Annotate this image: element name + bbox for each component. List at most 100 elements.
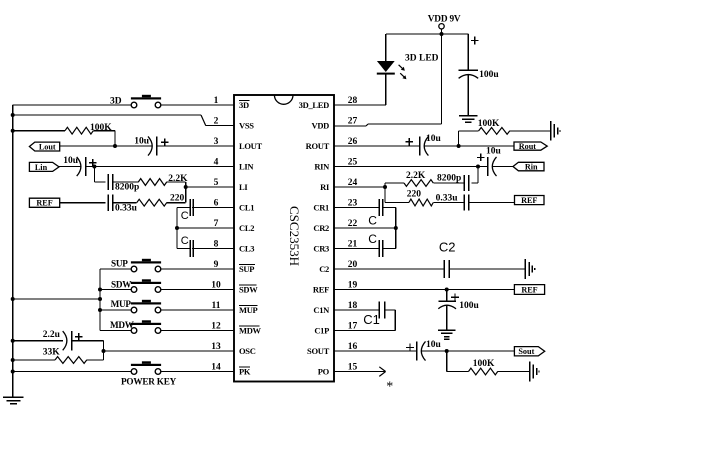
svg-text:REF: REF [313, 285, 329, 295]
svg-text:VSS: VSS [239, 121, 254, 131]
svg-text:Rout: Rout [519, 142, 537, 151]
svg-text:MUP: MUP [239, 305, 258, 315]
svg-text:CL1: CL1 [239, 203, 254, 213]
svg-text:CR3: CR3 [313, 244, 329, 254]
svg-text:100K: 100K [473, 359, 495, 369]
svg-text:10: 10 [211, 281, 221, 291]
svg-text:23: 23 [348, 199, 358, 209]
svg-text:20: 20 [348, 260, 358, 270]
svg-text:2.2K: 2.2K [406, 171, 426, 181]
svg-text:4: 4 [214, 158, 219, 168]
svg-text:2.2K: 2.2K [168, 174, 188, 184]
svg-text:C: C [181, 210, 189, 222]
svg-text:C2: C2 [439, 240, 456, 255]
svg-text:16: 16 [348, 342, 358, 352]
svg-text:CL2: CL2 [239, 223, 254, 233]
svg-text:8200p: 8200p [437, 173, 461, 183]
svg-text:10u: 10u [134, 136, 150, 146]
svg-text:10u: 10u [426, 340, 442, 350]
svg-text:3D: 3D [239, 100, 249, 110]
svg-text:SDW: SDW [239, 285, 258, 295]
svg-text:15: 15 [348, 363, 358, 373]
svg-text:VDD: VDD [311, 121, 329, 131]
svg-text:CR2: CR2 [313, 223, 329, 233]
svg-text:3: 3 [214, 137, 219, 147]
svg-text:33K: 33K [43, 348, 61, 358]
svg-text:POWER KEY: POWER KEY [121, 377, 177, 387]
svg-text:REF: REF [521, 285, 537, 294]
svg-text:25: 25 [348, 158, 358, 168]
svg-text:CSC2353H: CSC2353H [287, 206, 302, 266]
svg-text:RIN: RIN [314, 162, 330, 172]
svg-text:C1P: C1P [314, 326, 329, 336]
svg-text:CL3: CL3 [239, 244, 254, 254]
svg-text:PK: PK [239, 367, 251, 377]
svg-text:LOUT: LOUT [239, 141, 263, 151]
svg-text:MDW: MDW [110, 320, 135, 330]
svg-text:6: 6 [214, 199, 219, 209]
svg-text:7: 7 [214, 219, 219, 229]
svg-text:8: 8 [214, 240, 219, 250]
svg-text:17: 17 [348, 322, 358, 332]
svg-text:19: 19 [348, 281, 358, 291]
svg-text:C1: C1 [363, 312, 380, 327]
svg-text:2.2u: 2.2u [43, 330, 61, 340]
svg-text:*: * [386, 380, 393, 395]
svg-text:Rin: Rin [525, 162, 538, 171]
svg-text:12: 12 [211, 322, 221, 332]
svg-text:2: 2 [214, 117, 219, 127]
svg-text:SUP: SUP [111, 258, 128, 268]
svg-text:10u: 10u [486, 146, 502, 156]
svg-text:Sout: Sout [518, 347, 534, 356]
svg-text:26: 26 [348, 137, 358, 147]
svg-text:Lout: Lout [39, 142, 56, 151]
svg-text:220: 220 [170, 193, 185, 203]
svg-text:C: C [368, 213, 377, 227]
svg-text:C1N: C1N [313, 305, 330, 315]
svg-text:3D_LED: 3D_LED [299, 100, 329, 110]
svg-text:3D LED: 3D LED [405, 53, 439, 63]
svg-text:C: C [181, 235, 189, 247]
svg-text:CR1: CR1 [313, 203, 329, 213]
svg-text:0.33u: 0.33u [115, 203, 138, 213]
svg-text:24: 24 [348, 178, 358, 188]
svg-text:MUP: MUP [111, 299, 132, 309]
svg-text:10u: 10u [63, 156, 79, 166]
svg-text:1: 1 [214, 96, 219, 106]
svg-text:21: 21 [348, 240, 358, 250]
svg-text:LIN: LIN [239, 162, 254, 172]
svg-text:OSC: OSC [239, 346, 256, 356]
svg-text:REF: REF [521, 196, 537, 205]
svg-text:C2: C2 [319, 264, 329, 274]
svg-text:220: 220 [407, 189, 422, 199]
svg-text:C: C [368, 232, 377, 246]
svg-text:PO: PO [318, 367, 330, 377]
svg-text:LI: LI [239, 182, 248, 192]
svg-text:100u: 100u [459, 301, 479, 311]
svg-text:100u: 100u [479, 70, 499, 80]
svg-text:8200p: 8200p [115, 182, 139, 192]
svg-text:100K: 100K [478, 119, 500, 129]
svg-text:14: 14 [211, 363, 221, 373]
svg-text:RI: RI [320, 182, 330, 192]
svg-text:27: 27 [348, 117, 358, 127]
svg-text:MDW: MDW [239, 326, 262, 336]
svg-text:SDW: SDW [111, 279, 132, 289]
svg-text:9: 9 [214, 260, 219, 270]
svg-text:3D: 3D [110, 96, 122, 106]
svg-text:28: 28 [348, 96, 358, 106]
svg-text:10u: 10u [426, 134, 442, 144]
svg-text:11: 11 [212, 301, 221, 311]
svg-text:18: 18 [348, 301, 358, 311]
svg-text:100K: 100K [90, 123, 112, 133]
svg-text:SOUT: SOUT [307, 346, 330, 356]
svg-text:VDD 9V: VDD 9V [428, 15, 461, 25]
svg-text:5: 5 [214, 178, 219, 188]
svg-text:13: 13 [211, 342, 221, 352]
svg-text:ROUT: ROUT [306, 141, 330, 151]
svg-text:0.33u: 0.33u [436, 193, 459, 203]
svg-text:REF: REF [36, 199, 52, 208]
svg-text:Lin: Lin [35, 163, 48, 172]
svg-text:SUP: SUP [239, 264, 254, 274]
svg-text:22: 22 [348, 219, 358, 229]
